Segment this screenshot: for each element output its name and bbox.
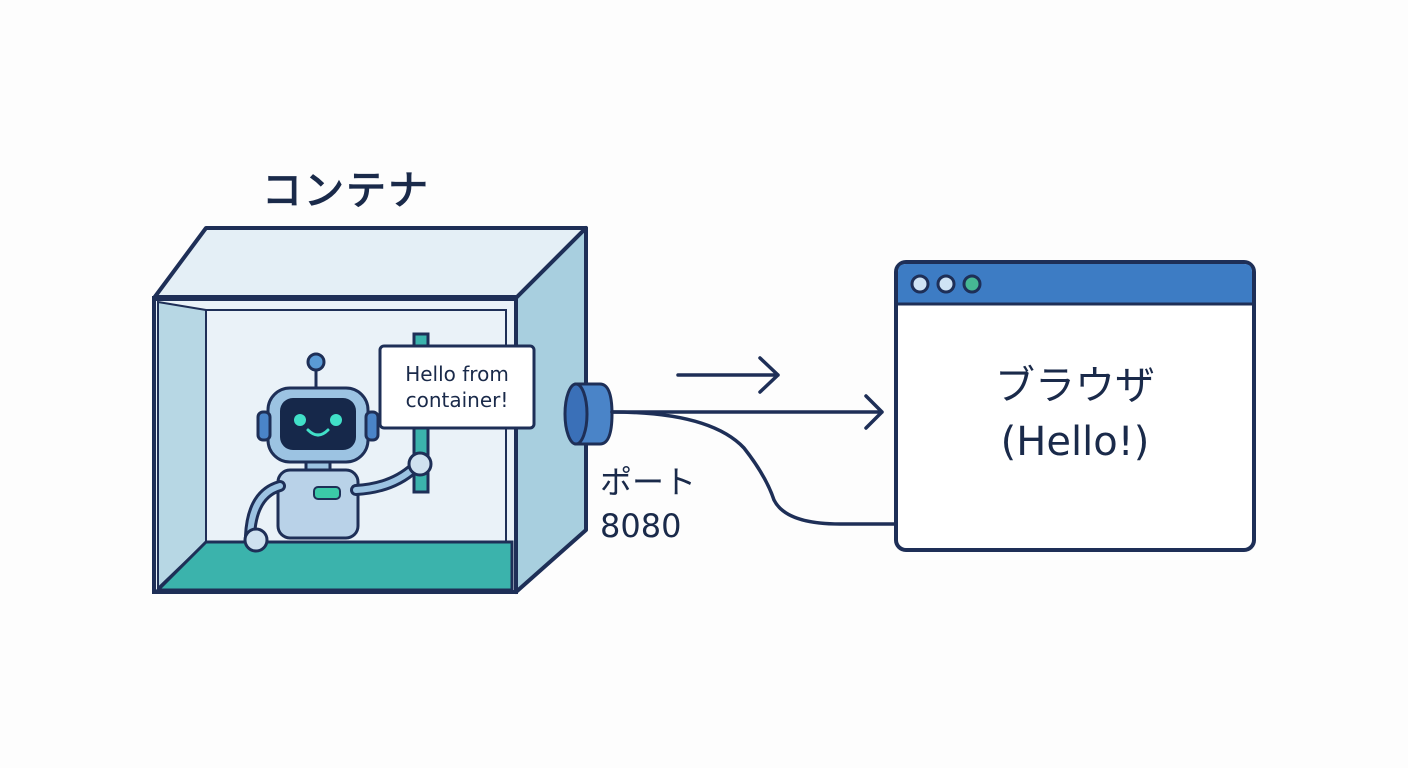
port-connector xyxy=(563,382,614,446)
browser-title-bar xyxy=(898,264,1252,304)
browser-title: ブラウザ xyxy=(995,363,1155,409)
robot-face-screen xyxy=(280,398,356,450)
browser-frame xyxy=(894,260,1256,552)
browser-message: (Hello!) xyxy=(1000,419,1150,465)
browser-label: ブラウザ (Hello!) xyxy=(896,358,1254,470)
port-label: ポート 8080 xyxy=(600,460,696,548)
browser-window xyxy=(894,260,1256,552)
container-title: コンテナ xyxy=(262,168,430,214)
window-dot-1 xyxy=(910,274,930,294)
container-right-face xyxy=(514,226,588,594)
sign-board xyxy=(378,344,536,430)
container-left-wall xyxy=(157,300,207,591)
connection-lines xyxy=(610,356,898,526)
window-dot-3 xyxy=(962,274,982,294)
port-number: 8080 xyxy=(600,507,682,545)
cable-curve xyxy=(610,410,898,526)
robot-figure xyxy=(243,352,420,553)
port-label-name: ポート xyxy=(600,463,697,501)
data-flow-arrow xyxy=(676,356,780,394)
sign-text: Hello from container! xyxy=(405,362,509,412)
container-floor xyxy=(154,540,514,592)
container-top-face xyxy=(152,226,588,300)
window-dot-2 xyxy=(936,274,956,294)
robot-body xyxy=(276,468,360,540)
port-to-browser-arrow xyxy=(610,394,884,430)
hello-sign xyxy=(378,332,536,494)
